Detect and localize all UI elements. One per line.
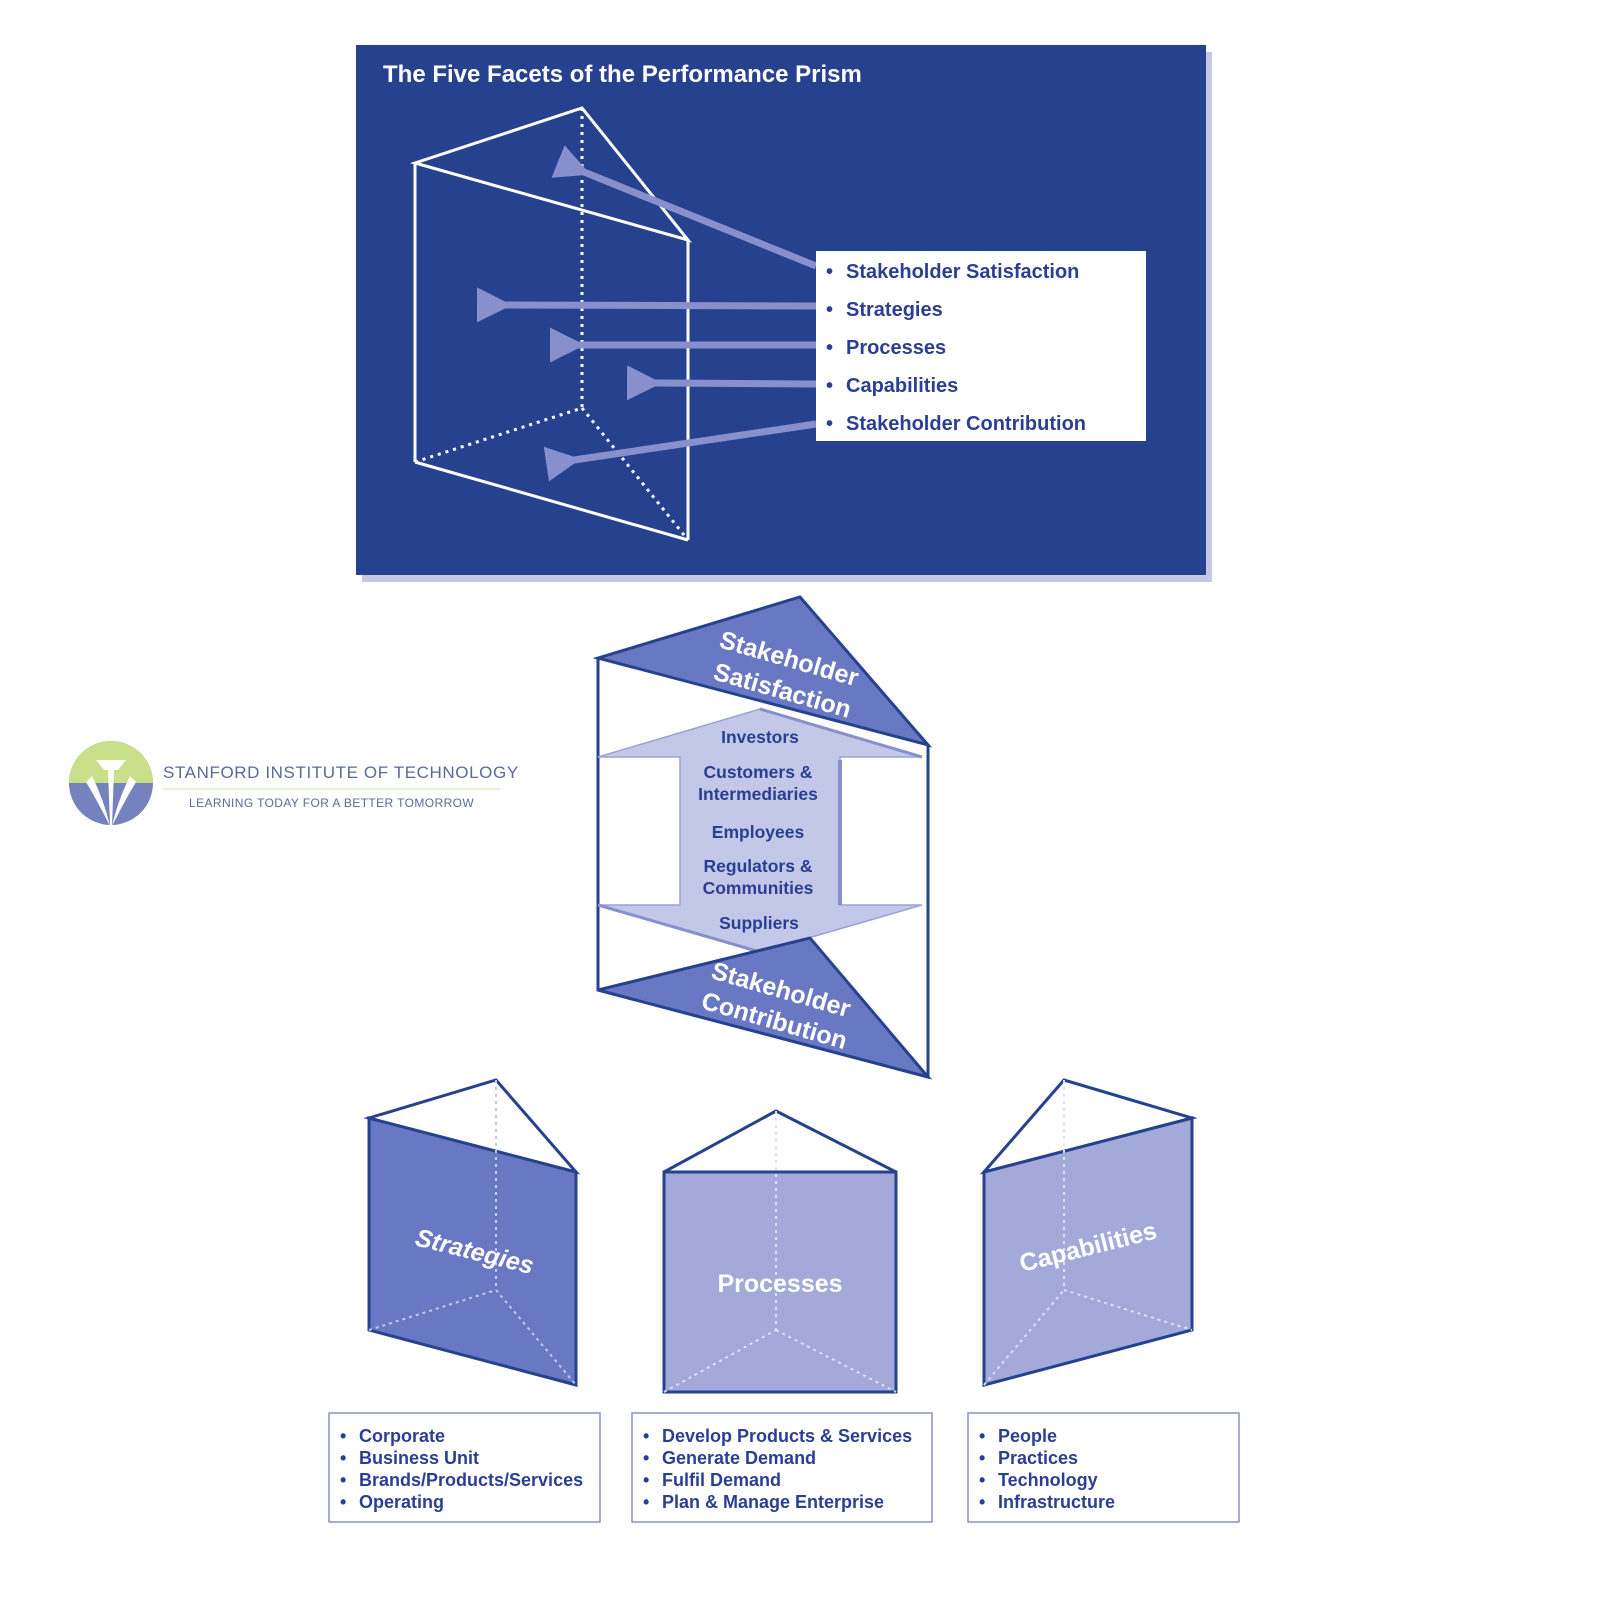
capabilities-list-border — [967, 1412, 1240, 1523]
strategies-list-border — [328, 1412, 601, 1523]
processes-face — [662, 1170, 898, 1394]
logo-figure-left — [86, 776, 110, 826]
wireframe-bottom-front-edge — [414, 460, 689, 542]
wireframe-top-face — [409, 106, 693, 243]
list-bullet: • — [643, 1492, 649, 1512]
list-item: Operating — [359, 1492, 444, 1512]
facet-item: Processes — [846, 337, 946, 359]
stakeholder-item: Customers & — [704, 762, 813, 782]
list-item: Generate Demand — [662, 1448, 816, 1468]
stakeholder-satisfaction-face — [592, 595, 933, 748]
list-item: Technology — [998, 1470, 1098, 1490]
arrow-stakeholder-contribution — [543, 420, 817, 482]
capabilities-hidden-edge — [1063, 1289, 1193, 1331]
stakeholder-item: Intermediaries — [698, 784, 818, 804]
facet-bullet: • — [826, 337, 833, 359]
strategies-hidden-edge — [368, 1289, 497, 1331]
logo-torch-stem — [108, 770, 114, 826]
logo-figure-right — [112, 776, 136, 826]
facet-item: Capabilities — [846, 375, 958, 397]
logo-name: STANFORD INSTITUTE OF TECHNOLOGY — [163, 763, 519, 782]
arrow-top-shade — [759, 707, 923, 759]
processes-prism: Processes — [662, 1109, 898, 1394]
facet-list-box: • Stakeholder Satisfaction • Strategies … — [816, 251, 1146, 441]
stakeholder-prism: Stakeholder Satisfaction Investors Custo… — [592, 595, 933, 1080]
list-item: Plan & Manage Enterprise — [662, 1492, 884, 1512]
facet-bullet: • — [826, 299, 833, 321]
stakeholder-item: Suppliers — [719, 913, 799, 933]
list-bullet: • — [979, 1470, 985, 1490]
arrow-capabilities — [626, 365, 817, 401]
facet-item: Strategies — [846, 299, 943, 321]
list-item: Practices — [998, 1448, 1078, 1468]
arrow-bottom-shade — [597, 903, 761, 954]
capabilities-top-face — [979, 1078, 1198, 1175]
strategies-top-face — [363, 1078, 581, 1175]
stakeholder-item: Employees — [712, 822, 805, 842]
processes-label: Processes — [717, 1270, 842, 1298]
list-item: Corporate — [359, 1426, 445, 1446]
arrow-stakeholder-satisfaction — [551, 145, 818, 270]
five-facets-panel: The Five Facets of the Performance Prism… — [356, 45, 1212, 582]
strategies-list-box: • Corporate • Business Unit • Brands/Pro… — [328, 1412, 601, 1523]
list-item: Develop Products & Services — [662, 1426, 912, 1446]
processes-list-border — [631, 1412, 933, 1523]
list-bullet: • — [340, 1470, 346, 1490]
list-item: Brands/Products/Services — [359, 1470, 583, 1490]
processes-top-face — [663, 1109, 897, 1174]
facet-list-background — [816, 251, 1146, 441]
capabilities-list-box: • People • Practices • Technology • Infr… — [967, 1412, 1240, 1523]
facet-item: Stakeholder Satisfaction — [846, 261, 1079, 283]
logo-tagline: LEARNING TODAY FOR A BETTER TOMORROW — [189, 796, 474, 810]
logo-torch-icon — [96, 760, 126, 770]
list-bullet: • — [340, 1426, 346, 1446]
processes-hidden-edge — [775, 1329, 897, 1393]
facet-item: Stakeholder Contribution — [846, 413, 1086, 435]
stakeholder-item: Investors — [721, 727, 799, 747]
list-bullet: • — [979, 1426, 985, 1446]
list-bullet: • — [979, 1448, 985, 1468]
processes-hidden-edge — [663, 1329, 777, 1393]
facet-bullet: • — [826, 261, 833, 283]
list-item: People — [998, 1426, 1057, 1446]
stakeholder-contribution-face — [597, 936, 933, 1080]
facet-bullet: • — [826, 413, 833, 435]
wireframe-bottom-back-left — [414, 406, 583, 464]
list-bullet: • — [340, 1448, 346, 1468]
processes-list-box: • Develop Products & Services • Generate… — [631, 1412, 933, 1523]
list-item: Infrastructure — [998, 1492, 1115, 1512]
list-bullet: • — [979, 1492, 985, 1512]
institute-logo: STANFORD INSTITUTE OF TECHNOLOGY LEARNIN… — [69, 741, 519, 826]
list-bullet: • — [643, 1448, 649, 1468]
list-bullet: • — [643, 1426, 649, 1446]
list-bullet: • — [643, 1470, 649, 1490]
list-item: Fulfil Demand — [662, 1470, 781, 1490]
stakeholder-item: Communities — [703, 878, 814, 898]
stakeholder-item: Regulators & — [704, 856, 813, 876]
panel-title: The Five Facets of the Performance Prism — [383, 61, 862, 88]
facet-arrows — [476, 145, 818, 482]
capabilities-prism: Capabilities — [979, 1078, 1198, 1387]
strategies-prism: Strategies — [363, 1078, 581, 1387]
facet-bullet: • — [826, 375, 833, 397]
arrow-strategies — [476, 287, 817, 323]
list-item: Business Unit — [359, 1448, 479, 1468]
list-bullet: • — [340, 1492, 346, 1512]
